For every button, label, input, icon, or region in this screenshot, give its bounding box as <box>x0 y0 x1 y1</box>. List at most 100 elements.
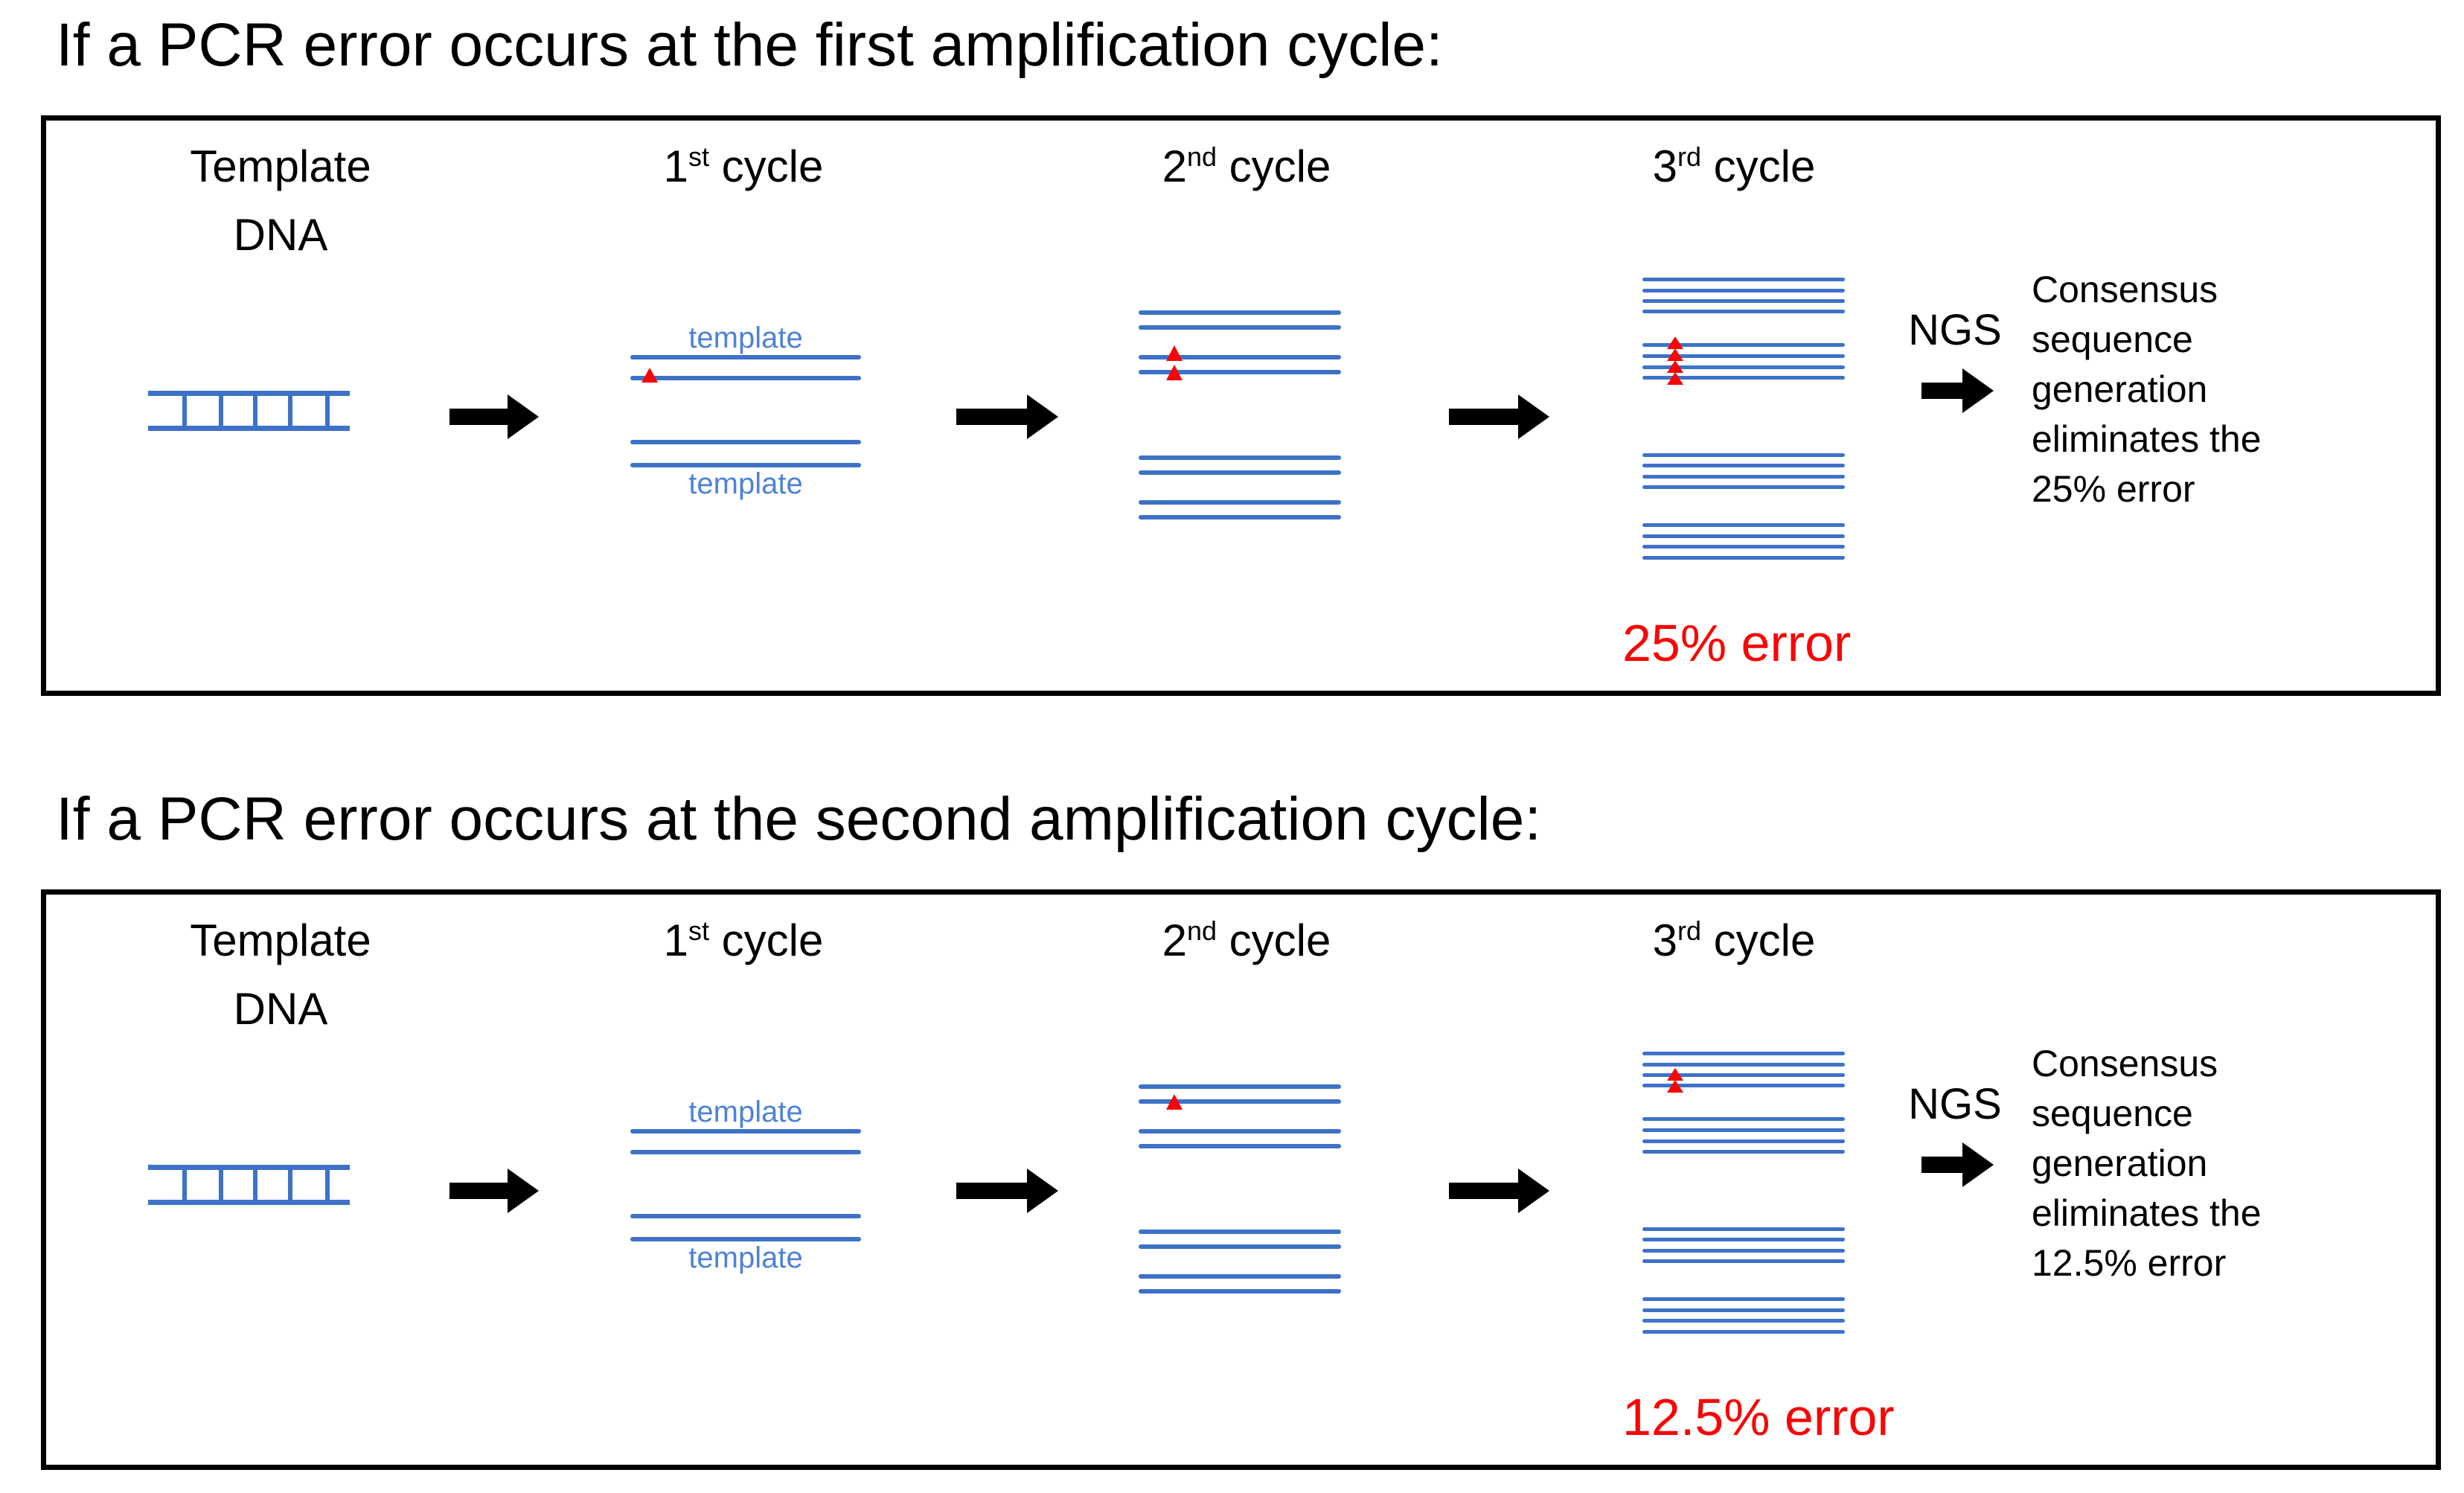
dna-strand-line <box>630 1129 861 1134</box>
title-second-cycle-error: If a PCR error occurs at the second ampl… <box>56 785 1542 853</box>
error-triangle-icon <box>1667 1068 1683 1081</box>
cycle1-label: 1st cycle <box>663 141 824 191</box>
consensus-note-line: Consensus <box>2032 1043 2218 1084</box>
dna-strand-line <box>1139 370 1341 374</box>
template-dna-label: Template DNA <box>132 132 429 269</box>
dna-strand-line <box>1139 1289 1341 1294</box>
template-strand-label-top: template <box>688 322 803 354</box>
dna-strand-line <box>630 440 861 444</box>
dna-rung-icon <box>253 396 257 426</box>
dna-strand-line <box>1642 523 1845 527</box>
dna-strand-line <box>1642 278 1845 281</box>
arrow-right-icon <box>956 1168 1058 1213</box>
consensus-note-line: generation <box>2032 1142 2208 1184</box>
dna-strand-line <box>1139 310 1341 315</box>
error-triangle-icon <box>1667 336 1683 349</box>
dna-strand-line <box>1139 1274 1341 1279</box>
error-triangle-icon <box>1667 372 1683 385</box>
dna-strand-line <box>1642 354 1845 358</box>
error-triangle-icon <box>641 368 658 383</box>
arrow-right-icon <box>956 394 1058 439</box>
panel-second-cycle-error: Template DNA 1st cycle 2nd cycle 3rd cyc… <box>41 889 2441 1470</box>
cycle2-label: 2nd cycle <box>1162 915 1331 965</box>
dna-strand-line <box>1139 1084 1341 1089</box>
dna-strand-line <box>1642 1139 1845 1143</box>
dna-strand-line <box>1139 1244 1341 1249</box>
dna-rung-icon <box>182 1170 187 1200</box>
error-triangle-icon <box>1667 360 1683 373</box>
panel-first-cycle-error: Template DNA 1st cycle 2nd cycle 3rd cyc… <box>41 115 2441 696</box>
dna-strand-line <box>1139 355 1341 359</box>
template-strand-label-bottom: template <box>688 467 803 500</box>
consensus-note-line: eliminates the <box>2032 1192 2262 1234</box>
dna-strand-line <box>630 1150 861 1154</box>
dna-rung-icon <box>182 396 187 426</box>
template-dna-label-line2: DNA <box>233 210 328 260</box>
dna-strand-line <box>1642 1319 1845 1323</box>
strand-diagram <box>46 121 2436 691</box>
cycle1-label: 1st cycle <box>663 915 824 965</box>
template-dna-label-line1: Template <box>190 915 371 965</box>
dna-strand-line <box>1642 1073 1845 1077</box>
dna-rung-icon <box>325 396 330 426</box>
dna-strand-line <box>1139 1230 1341 1234</box>
dna-rung-icon <box>219 396 223 426</box>
template-strand-label-bottom: template <box>688 1241 803 1274</box>
dna-strand-line <box>630 1237 861 1241</box>
consensus-note-line: generation <box>2032 368 2208 410</box>
dna-strand-line <box>1139 1099 1341 1104</box>
error-triangle-icon <box>1166 365 1183 380</box>
consensus-note-line: sequence <box>2032 319 2193 360</box>
dna-strand-line <box>1642 1297 1845 1301</box>
consensus-note-line: eliminates the <box>2032 418 2262 460</box>
dna-strand-line <box>1642 1128 1845 1132</box>
dna-strand-line <box>1642 376 1845 380</box>
dna-strand-line <box>1642 1084 1845 1087</box>
dna-strand-line <box>1139 325 1341 330</box>
consensus-note-line: sequence <box>2032 1093 2193 1134</box>
title-first-cycle-error: If a PCR error occurs at the first ampli… <box>56 11 1443 79</box>
template-dna-label-line2: DNA <box>233 984 328 1034</box>
ngs-arrow-right-icon <box>1921 368 1994 413</box>
error-triangle-icon <box>1166 345 1183 361</box>
strand-diagram <box>46 895 2436 1465</box>
dna-rung-icon <box>288 396 292 426</box>
consensus-note: Consensus sequence generation eliminates… <box>2032 265 2262 514</box>
dna-strand-line <box>1139 1144 1341 1148</box>
error-triangle-icon <box>1166 1094 1183 1110</box>
dna-rung-icon <box>253 1170 257 1200</box>
dna-strand-line <box>630 355 861 359</box>
dna-strand-line <box>1139 500 1341 505</box>
dna-strand-line <box>1642 1063 1845 1067</box>
dna-strand-line <box>1642 1150 1845 1154</box>
dna-strand-line <box>1642 485 1845 489</box>
dna-strand-line <box>1642 343 1845 347</box>
template-dna-icon <box>148 391 350 431</box>
error-triangle-icon <box>1667 348 1683 361</box>
dna-rung-icon <box>288 1170 292 1200</box>
dna-strand-line <box>1642 1227 1845 1231</box>
consensus-note: Consensus sequence generation eliminates… <box>2032 1039 2262 1288</box>
template-strand-label-top: template <box>688 1096 803 1128</box>
template-dna-icon <box>148 1165 350 1205</box>
dna-strand-line <box>1642 475 1845 479</box>
dna-strand-line <box>1642 1238 1845 1241</box>
dna-strand-line <box>1642 464 1845 467</box>
template-dna-label-line1: Template <box>190 141 371 191</box>
consensus-note-line: 12.5% error <box>2032 1242 2227 1284</box>
dna-rung-icon <box>325 1170 330 1200</box>
dna-strand-line <box>1642 299 1845 303</box>
cycle3-label: 3rd cycle <box>1652 915 1816 965</box>
error-triangle-icon <box>1667 1080 1683 1093</box>
ngs-label: NGS <box>1908 1080 2002 1128</box>
error-percentage-caption: 25% error <box>1622 614 1852 672</box>
dna-strand-line <box>630 376 861 380</box>
dna-strand-line <box>1642 453 1845 457</box>
consensus-note-line: 25% error <box>2032 468 2195 510</box>
arrow-right-icon <box>449 394 539 439</box>
dna-strand-line <box>1139 455 1341 460</box>
dna-strand-line <box>1642 310 1845 313</box>
dna-strand-line <box>1139 470 1341 475</box>
dna-strand-line <box>1642 545 1845 549</box>
